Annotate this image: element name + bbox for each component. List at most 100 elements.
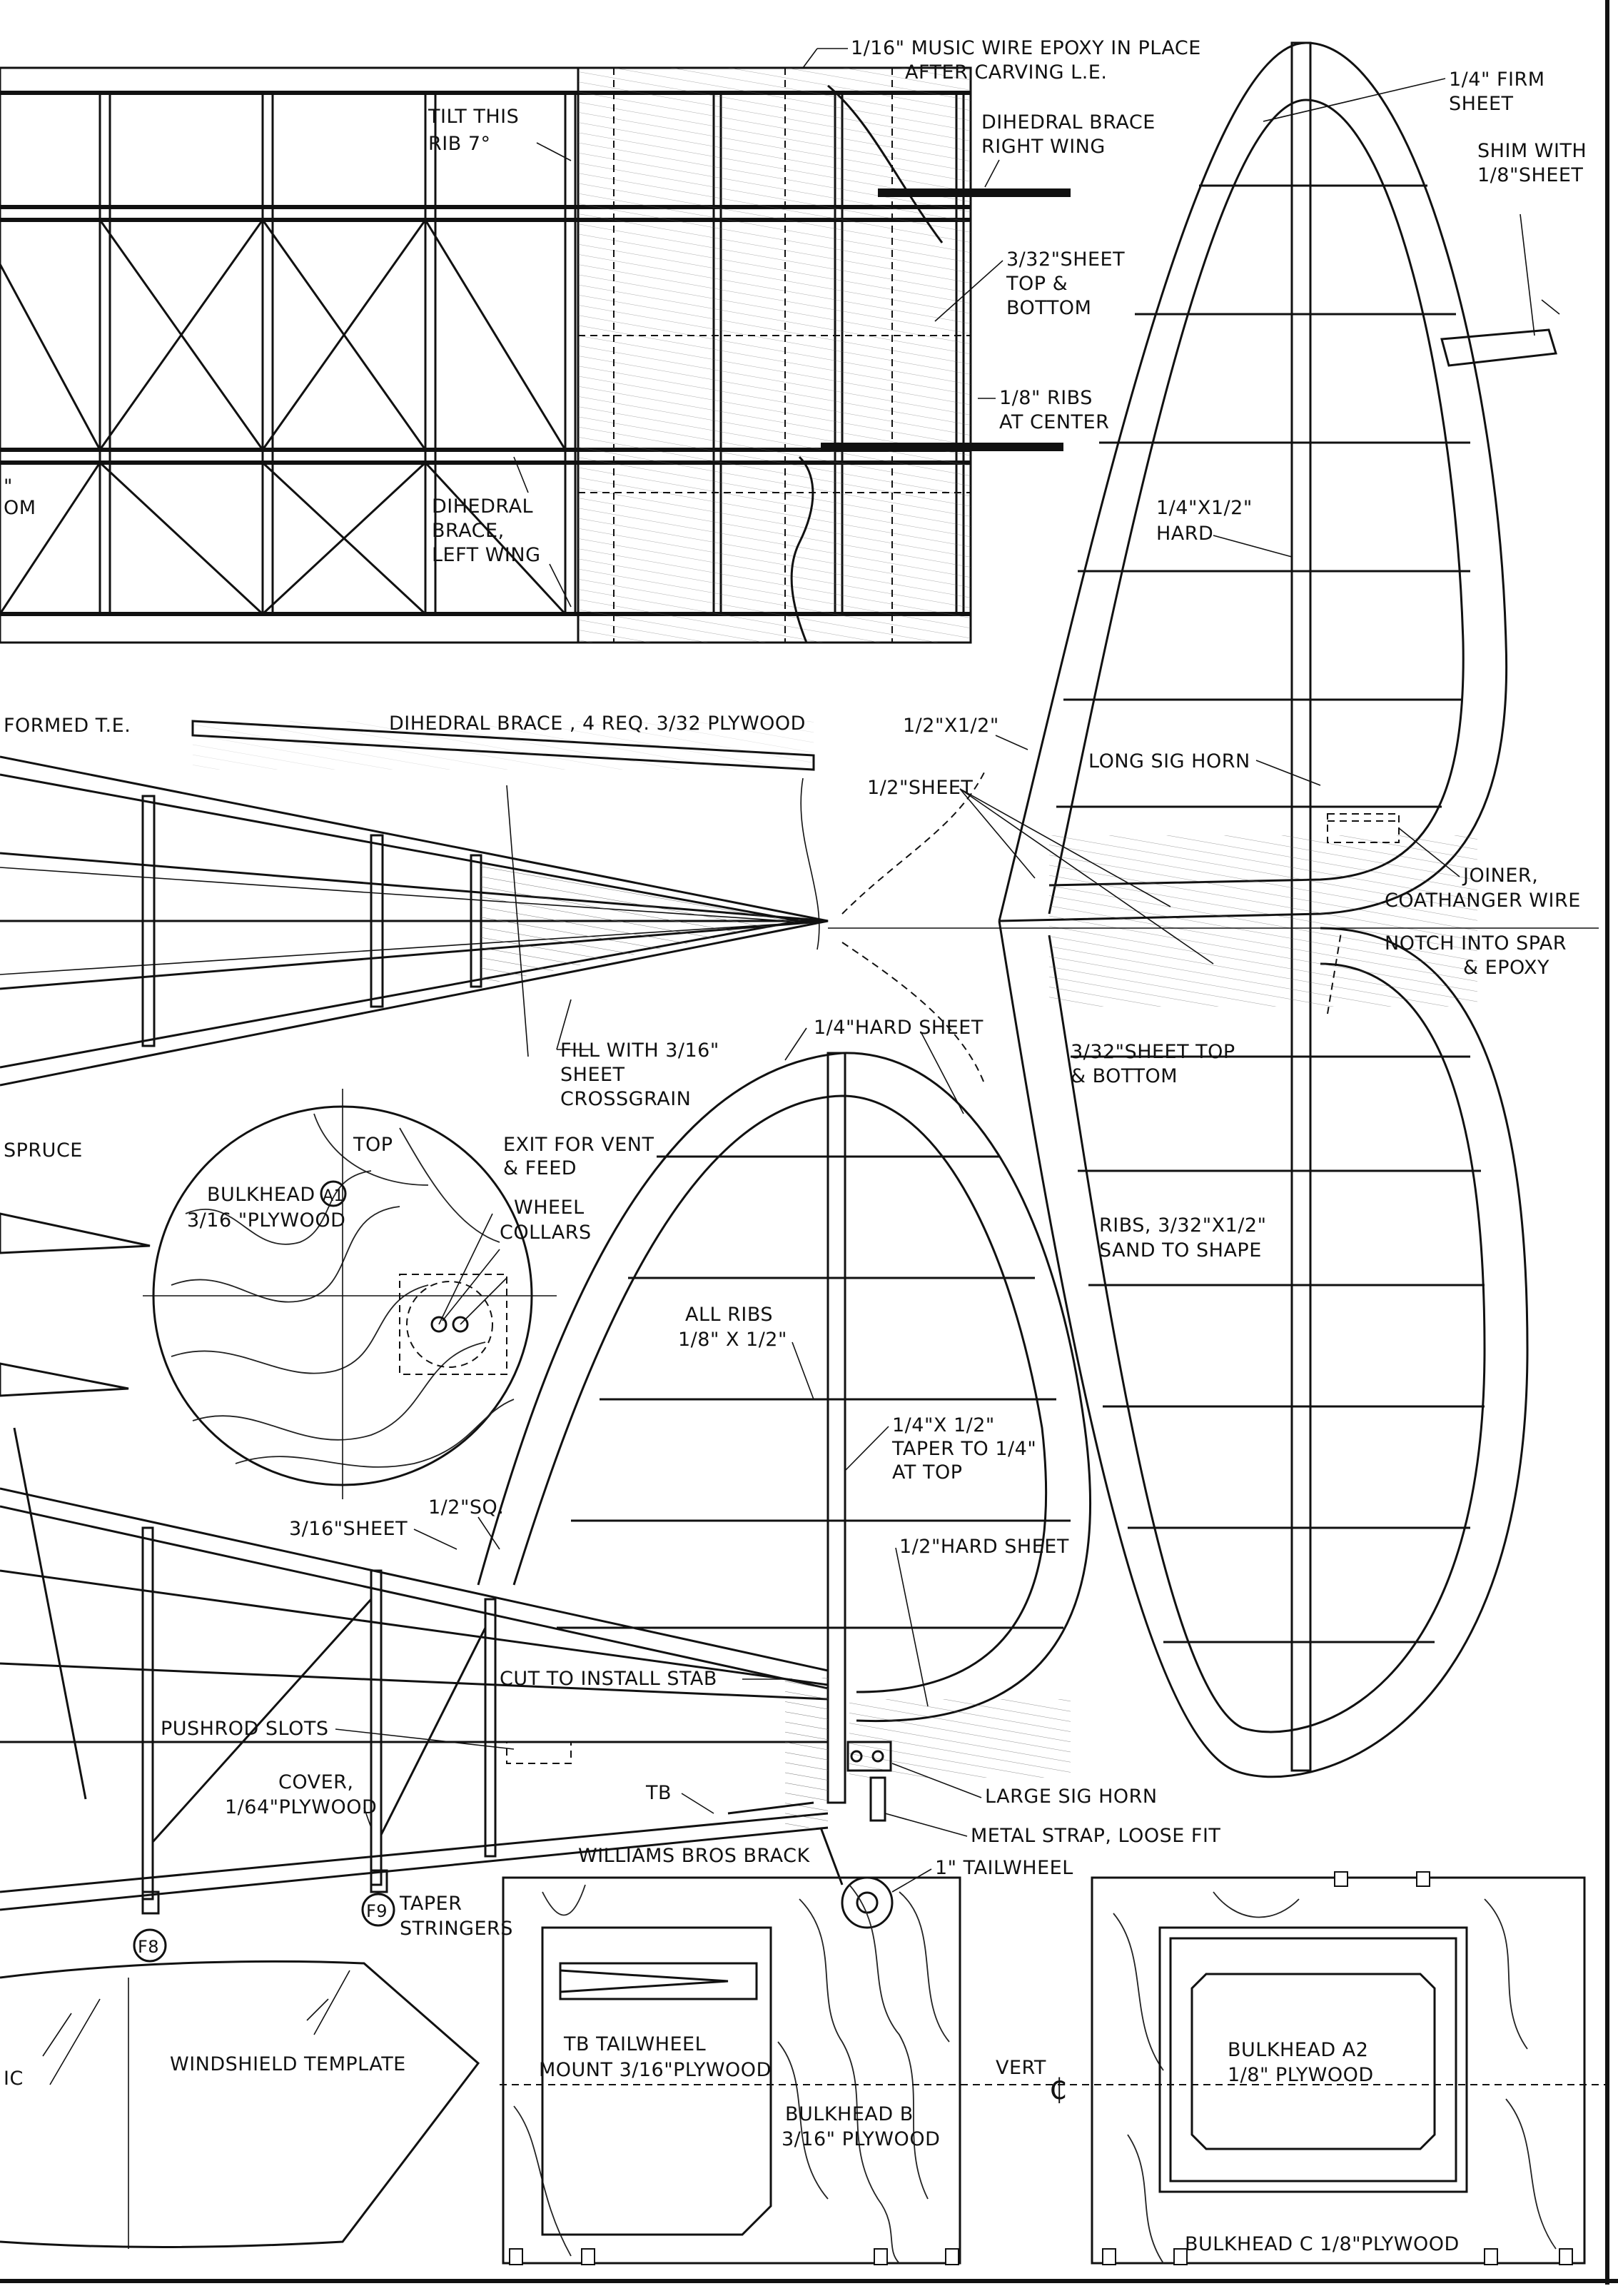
label-exit-vent: EXIT FOR VENT — [503, 1134, 654, 1156]
label-332-sheet: 3/32"SHEET — [1006, 248, 1125, 271]
dihedral-brace-template: DIHEDRAL BRACE , 4 REQ. 3/32 PLYWOOD — [191, 713, 815, 771]
label-hard: HARD — [1156, 523, 1213, 545]
label-centerline: ₵ — [1049, 2073, 1068, 2106]
label-feed: & FEED — [503, 1157, 577, 1179]
label-pushrod: PUSHROD SLOTS — [161, 1718, 328, 1740]
rudder-ribs — [557, 1155, 1071, 1629]
dihedral-brace-left-bar — [821, 443, 1063, 451]
dihedral-brace-right-bar — [878, 188, 1071, 197]
label-12-sheet: 1/2"SHEET — [867, 777, 973, 799]
elevator-plan-view — [828, 41, 1599, 1778]
label-taper-1: 1/4"X 1/2" — [892, 1414, 995, 1436]
label-332-top: 3/32"SHEET TOP — [1071, 1041, 1235, 1063]
label-formed-te: FORMED T.E. — [4, 715, 131, 737]
label-cover: COVER, — [278, 1771, 354, 1793]
shim-detail — [1440, 213, 1560, 367]
label-music-wire: 1/16" MUSIC WIRE EPOXY IN PLACE — [851, 37, 1201, 59]
label-dihedral-left: DIHEDRAL — [432, 495, 533, 518]
elevator-labels: 1/4" FIRM SHEET SHIM WITH 1/8"SHEET 1/4"… — [867, 69, 1587, 1262]
rudder-labels: 1/4"HARD SHEET ALL RIBS 1/8" X 1/2" 1/4"… — [678, 1017, 1220, 1893]
wing-plan-view — [0, 66, 1071, 644]
label-tb: TB — [645, 1782, 672, 1804]
label-12x12: 1/2"X1/2" — [903, 715, 999, 737]
label-taper-3: AT TOP — [892, 1461, 962, 1484]
fuselage-labels: 3/16"SHEET 1/2"SQ. CUT TO INSTALL STAB P… — [133, 1496, 810, 1963]
label-shim-sheet: 1/8"SHEET — [1477, 164, 1583, 186]
label-bulkhead-a2: BULKHEAD A2 — [1228, 2039, 1368, 2061]
rudder-fin — [477, 1052, 1091, 1822]
label-12-sq: 1/2"SQ. — [428, 1496, 504, 1519]
bulkhead-c: BULKHEAD A2 1/8" PLYWOOD BULKHEAD C 1/8"… — [1091, 1871, 1586, 2265]
label-f8: F8 — [138, 1937, 159, 1957]
label-crossgrain: CROSSGRAIN — [560, 1088, 691, 1110]
label-all-ribs: ALL RIBS — [685, 1304, 773, 1326]
stabilizer-top-view: FILL WITH 3/16" SHEET CROSSGRAIN — [0, 755, 829, 1110]
label-dihedral-brace-4req: DIHEDRAL BRACE , 4 REQ. 3/32 PLYWOOD — [389, 713, 806, 735]
label-metal-strap: METAL STRAP, LOOSE FIT — [971, 1825, 1220, 1847]
label-cover-plywood: 1/64"PLYWOOD — [225, 1796, 377, 1818]
vertical-centerline: VERT ₵ — [500, 2057, 1606, 2106]
label-14x12: 1/4"X1/2" — [1156, 497, 1253, 519]
label-left-wing: LEFT WING — [432, 544, 541, 566]
label-brace: BRACE, — [432, 520, 505, 542]
label-at-center: AT CENTER — [999, 411, 1109, 433]
label-notch: NOTCH INTO SPAR — [1385, 932, 1567, 955]
label-fragment-om: OM — [4, 497, 36, 519]
label-12-hard-sheet: 1/2"HARD SHEET — [899, 1536, 1069, 1558]
spruce-piece-1 — [0, 1212, 151, 1254]
label-taper-2: TAPER TO 1/4" — [891, 1438, 1036, 1460]
wing-diagonals — [0, 219, 567, 615]
fuselage-side-view — [0, 1427, 894, 1929]
label-sand-shape: SAND TO SHAPE — [1099, 1239, 1262, 1262]
label-tb-mount: MOUNT 3/16"PLYWOOD — [539, 2059, 772, 2081]
label-332-bottom: & BOTTOM — [1071, 1065, 1178, 1087]
label-coathanger: COATHANGER WIRE — [1385, 890, 1581, 912]
spruce-piece-2 — [0, 1362, 129, 1397]
windshield-template: WINDSHIELD TEMPLATE IC — [0, 1960, 480, 2249]
label-right-wing: RIGHT WING — [981, 136, 1106, 158]
label-top: TOP — [353, 1134, 393, 1156]
label-long-sig-horn: LONG SIG HORN — [1088, 750, 1250, 772]
label-firm-sheet: 1/4" FIRM — [1449, 69, 1545, 91]
label-shim-with: SHIM WITH — [1477, 140, 1587, 162]
label-f9: F9 — [366, 1901, 388, 1921]
label-bulkhead-a1: BULKHEAD — [207, 1184, 315, 1206]
label-dihedral-brace-right: DIHEDRAL BRACE — [981, 111, 1156, 134]
label-tailwheel: 1" TAILWHEEL — [935, 1857, 1073, 1879]
label-14-hard-sheet: 1/4"HARD SHEET — [814, 1017, 984, 1039]
label-taper-stringers: TAPER — [399, 1893, 462, 1915]
label-top-and: TOP & — [1006, 273, 1068, 295]
label-fragment-quote: " — [4, 475, 13, 498]
label-bottom: BOTTOM — [1006, 297, 1091, 319]
label-tb-tailwheel: TB TAILWHEEL — [563, 2033, 706, 2055]
label-fill-316: FILL WITH 3/16" — [560, 1039, 719, 1062]
label-collars: COLLARS — [500, 1222, 592, 1244]
label-bulkhead-c: BULKHEAD C 1/8"PLYWOOD — [1185, 2233, 1460, 2255]
label-18-ribs: 1/8" RIBS — [999, 387, 1093, 409]
label-bulkhead-b: BULKHEAD B — [785, 2103, 914, 2125]
label-bulkhead-a1-tag: A1 — [323, 1187, 344, 1205]
label-tilt-this: TILT THIS — [428, 106, 519, 128]
label-rib-7: RIB 7° — [428, 133, 491, 155]
label-ribs-332: RIBS, 3/32"X1/2" — [1099, 1214, 1267, 1237]
label-joiner: JOINER, — [1462, 865, 1538, 887]
label-fill-sheet: SHEET — [560, 1064, 625, 1086]
label-williams: WILLIAMS BROS BRACK — [578, 1845, 810, 1867]
label-316-sheet: 3/16"SHEET — [289, 1518, 408, 1540]
label-a2-plywood: 1/8" PLYWOOD — [1228, 2064, 1374, 2086]
label-epoxy: & EPOXY — [1463, 957, 1549, 979]
label-after-carving: AFTER CARVING L.E. — [905, 61, 1107, 84]
label-cut-install: CUT TO INSTALL STAB — [500, 1668, 717, 1690]
label-a1-plywood: 3/16 "PLYWOOD — [187, 1209, 345, 1232]
label-large-sig-horn: LARGE SIG HORN — [985, 1786, 1158, 1808]
label-firm-sheet-2: SHEET — [1449, 93, 1514, 115]
label-spruce: SPRUCE — [4, 1139, 83, 1162]
label-wheel: WHEEL — [514, 1197, 585, 1219]
label-stringers: STRINGERS — [400, 1918, 513, 1940]
bulkhead-b: TB TAILWHEEL MOUNT 3/16"PLYWOOD BULKHEAD… — [502, 1876, 961, 2265]
label-all-ribs-size: 1/8" X 1/2" — [678, 1329, 787, 1351]
center-dashed-ribs — [578, 68, 971, 643]
elevator-ribs — [1056, 184, 1485, 1643]
